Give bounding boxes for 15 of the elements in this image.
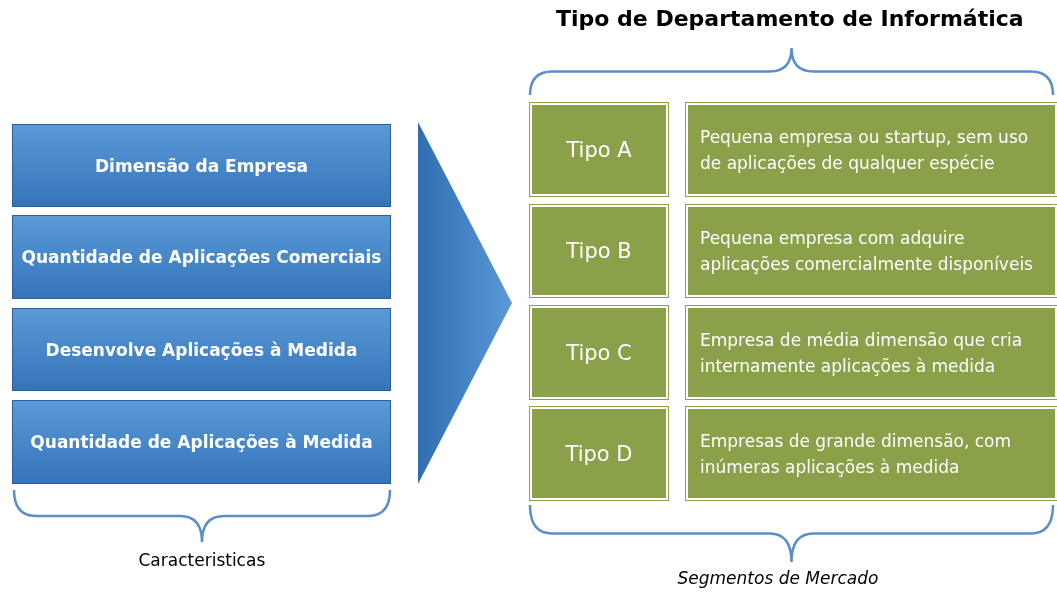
group-caption: Segmentos de Mercado: [677, 568, 879, 588]
characteristic-box: Desenvolve Aplicações à Medida: [12, 308, 391, 391]
type-box: Tipo A: [530, 103, 668, 196]
type-box: Tipo B: [530, 205, 668, 297]
type-box: Tipo D: [530, 407, 668, 500]
description-box: Empresa de média dimensão que cria internamente aplicações à medida: [686, 306, 1057, 399]
diagram-title: Tipo de Departamento de Informática: [556, 6, 1024, 31]
description-box: Pequena empresa com adquire aplicações comercialmente disponíveis: [686, 205, 1057, 297]
description-box: Empresas de grande dimensão, com inúmeras aplicações à medida: [686, 407, 1057, 500]
group-caption: Caracteristicas: [138, 550, 266, 570]
characteristic-box: Quantidade de Aplicações à Medida: [12, 400, 391, 484]
characteristic-box: Quantidade de Aplicações Comerciais: [12, 215, 391, 299]
description-box: Pequena empresa ou startup, sem uso de aplicações de qualquer espécie: [686, 103, 1057, 196]
type-box: Tipo C: [530, 306, 668, 399]
characteristic-box: Dimensão da Empresa: [12, 124, 391, 207]
